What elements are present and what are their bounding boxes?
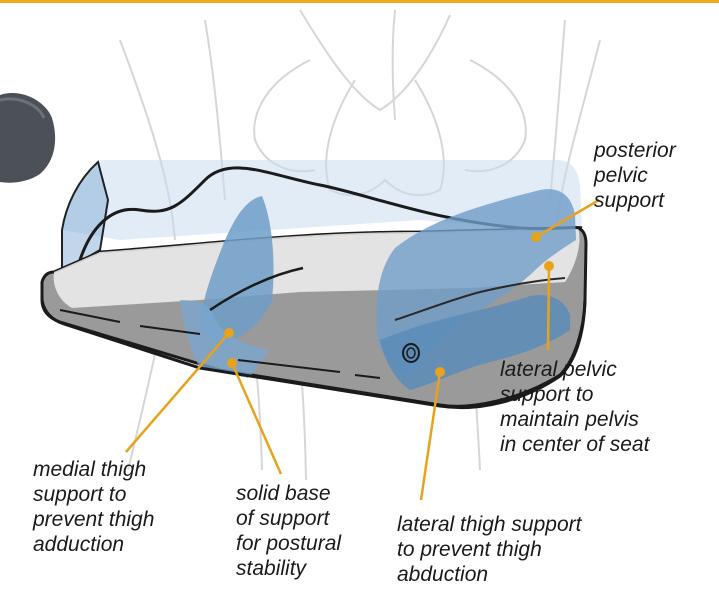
dark-object-left: [0, 93, 55, 183]
leader-lateral-pelvic: [548, 266, 549, 350]
valve-knob: [403, 344, 419, 362]
label-medial-thigh-support: medial thigh support to prevent thigh ad…: [33, 457, 154, 557]
top-accent-border: [0, 0, 719, 3]
dot-solid-base: [227, 358, 237, 368]
dot-lateral-pelvic: [544, 261, 554, 271]
label-lateral-thigh-support: lateral thigh support to prevent thigh a…: [397, 512, 581, 587]
dot-lateral-thigh: [435, 367, 445, 377]
dot-medial: [224, 328, 234, 338]
label-solid-base: solid base of support for postural stabi…: [236, 481, 341, 581]
label-posterior-pelvic-support: posterior pelvic support: [594, 138, 676, 213]
label-lateral-pelvic-support: lateral pelvic support to maintain pelvi…: [500, 357, 649, 457]
dot-posterior: [531, 232, 541, 242]
